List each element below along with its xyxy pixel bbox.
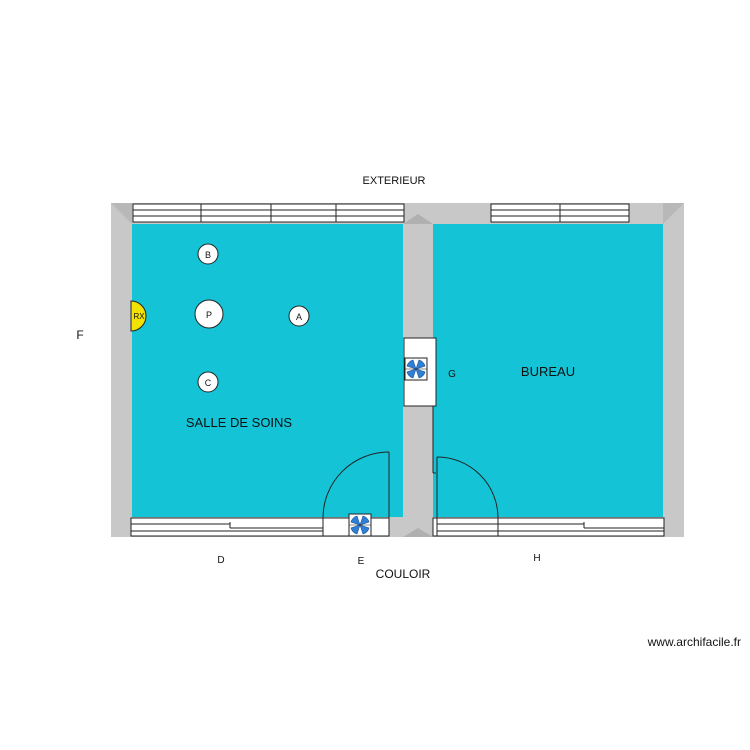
wall-chevron-north [403,214,433,224]
wall-west [111,203,132,537]
label-couloir: COULOIR [376,567,431,581]
watermark: www.archifacile.fr [647,635,741,649]
window-south-salle [130,517,324,537]
room-label-salle-de-soins: SALLE DE SOINS [186,415,293,430]
label-g: G [448,369,456,380]
marker-a-label: A [296,312,302,322]
label-exterieur: EXTERIEUR [363,175,426,187]
marker-a: A [288,305,310,327]
marker-p: P [194,299,224,329]
marker-rx: RX [130,300,147,332]
label-d: D [217,555,224,566]
label-f: F [76,328,83,342]
windows-north-bureau [490,203,630,223]
wall-chevron-ne [663,203,684,224]
label-e: E [358,556,365,567]
door-bureau [432,456,499,537]
wall-chevron-south [403,528,433,537]
wall-chevron-nw [111,203,132,224]
marker-b-label: B [205,250,211,260]
windows-north-salle [132,203,405,223]
marker-b: B [197,243,219,265]
marker-rx-label: RX [133,312,145,321]
marker-c-label: C [205,378,212,388]
ventilation-fan-icon [348,513,372,537]
wall-east [663,203,684,537]
room-label-bureau: BUREAU [521,364,575,379]
window-south-bureau [436,517,665,537]
room-salle-de-soins [132,224,403,517]
marker-c: C [197,371,219,393]
marker-p-label: P [206,310,212,320]
ventilation-fan-icon [404,357,428,381]
room-bureau [433,224,663,517]
label-h: H [533,553,540,564]
